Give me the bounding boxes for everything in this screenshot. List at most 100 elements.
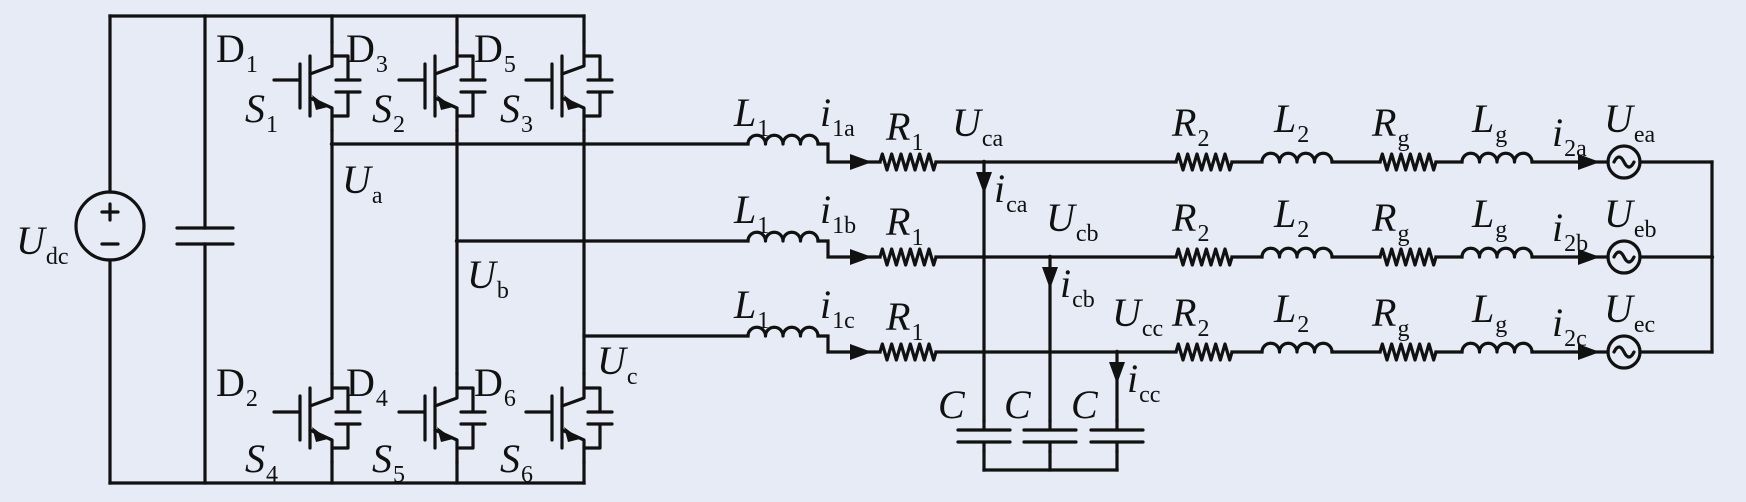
uc-label-main: U: [1046, 195, 1078, 240]
resistor-zigzag: [878, 247, 938, 267]
i1-label-sub: 1b: [832, 213, 856, 239]
i1-label: i1c: [820, 282, 855, 334]
ue-label-sub: ec: [1634, 312, 1655, 338]
gate-lead: [272, 394, 302, 442]
l2-label: L2: [1273, 96, 1309, 148]
l2-inductor: [1260, 151, 1334, 164]
switch-label-main: S: [372, 86, 392, 131]
diode-label: D5: [474, 26, 516, 78]
capacitor-label-main: C: [1004, 382, 1032, 427]
ue-label-main: U: [1604, 191, 1636, 236]
i1-current-arrow-icon: [850, 154, 872, 170]
i2-label: i2a: [1552, 110, 1587, 162]
capacitor-label-main: C: [938, 382, 966, 427]
phase-node-label: Ub: [467, 252, 509, 304]
switch-label-sub: 6: [521, 462, 533, 488]
lower-igbt-3: [524, 371, 614, 465]
collector-lead: [308, 39, 334, 76]
i2-label-main: i: [1552, 110, 1563, 155]
collector-lead: [433, 39, 459, 76]
diode-label-sub: 6: [504, 386, 516, 412]
capacitor-label: C: [938, 382, 966, 427]
inductor-coil: [1260, 246, 1334, 259]
grid-source-icon: [1606, 334, 1642, 370]
phase-node-label-sub: a: [372, 183, 383, 209]
ue-label: Ueb: [1604, 191, 1657, 243]
i2-label-sub: 2a: [1564, 136, 1587, 162]
l2-label-sub: 2: [1297, 122, 1309, 148]
rg-resistor: [1378, 342, 1438, 362]
circuit-wiring: [108, 14, 1715, 485]
gate-lead: [524, 62, 554, 110]
inductor-coil: [1460, 246, 1534, 259]
ic-label-sub: ca: [1006, 192, 1028, 218]
dc-link-capacitor: [175, 226, 235, 246]
ac-source-circle: [1606, 144, 1642, 180]
diode-label-sub: 5: [504, 52, 516, 78]
l2-inductor: [1260, 246, 1334, 259]
capacitor-label: C: [1004, 382, 1032, 427]
ue-label-main: U: [1604, 96, 1636, 141]
resistor-zigzag: [1174, 342, 1234, 362]
r2-label-main: R: [1171, 100, 1196, 145]
r2-label: R2: [1171, 100, 1209, 152]
upper-igbt-2: [397, 39, 487, 133]
gate-lead: [272, 62, 302, 110]
lg-inductor: [1460, 341, 1534, 354]
rg-label-sub: g: [1397, 126, 1409, 152]
dc-voltage-label-main: U: [16, 218, 48, 263]
switch-label: S1: [245, 86, 278, 138]
resistor-zigzag: [1174, 152, 1234, 172]
phase-node-label: Uc: [597, 338, 638, 390]
resistor-zigzag: [1378, 342, 1438, 362]
lower-igbt-1: [272, 371, 362, 465]
r1-label-sub: 1: [911, 130, 923, 156]
gate-lead: [524, 394, 554, 442]
uc-label: Ucc: [1112, 290, 1163, 342]
filter-capacitor: [956, 418, 1012, 454]
capacitor-plates: [956, 418, 1012, 454]
diode-label: D1: [216, 26, 258, 78]
dc-voltage-label-sub: dc: [46, 244, 69, 270]
switch-label-sub: 2: [393, 112, 405, 138]
switch-label-main: S: [500, 86, 520, 131]
r2-resistor: [1174, 342, 1234, 362]
ac-source-circle: [1606, 239, 1642, 275]
i2-label-sub: 2b: [1564, 231, 1588, 257]
l2-label-sub: 2: [1297, 217, 1309, 243]
resistor-zigzag: [878, 152, 938, 172]
rg-label-sub: g: [1397, 316, 1409, 342]
capacitor-label-main: C: [1071, 382, 1099, 427]
switch-label: S4: [245, 436, 278, 488]
sine-wave-icon: [1612, 155, 1636, 169]
lg-label-main: L: [1471, 191, 1494, 236]
phase-node-label: Ua: [342, 157, 383, 209]
r1-label: R1: [885, 294, 923, 346]
switch-label: S6: [500, 436, 533, 488]
l1-label-sub: 1: [757, 213, 769, 239]
rg-label: Rg: [1371, 100, 1409, 152]
rg-label: Rg: [1371, 195, 1409, 247]
lg-label-main: L: [1471, 96, 1494, 141]
lg-label-sub: g: [1495, 312, 1507, 338]
collector-lead: [560, 371, 586, 408]
uc-label-sub: ca: [982, 126, 1004, 152]
emitter-arrow-icon: [564, 95, 580, 110]
i2-label-main: i: [1552, 205, 1563, 250]
capacitor-plates: [1022, 418, 1078, 454]
dc-voltage-label: Udc: [16, 218, 69, 270]
inductor-coil: [1460, 151, 1534, 164]
junction-dot: [454, 238, 460, 244]
l2-label: L2: [1273, 286, 1309, 338]
l2-label-main: L: [1273, 191, 1296, 236]
l1-label: L1: [733, 282, 769, 334]
lg-label-sub: g: [1495, 217, 1507, 243]
i1-label: i1a: [820, 90, 855, 142]
i1-label-main: i: [820, 187, 831, 232]
r1-label-main: R: [885, 294, 910, 339]
switch-label-main: S: [245, 86, 265, 131]
plus-minus-icon: [100, 202, 120, 246]
switch-label: S5: [372, 436, 405, 488]
resistor-zigzag: [1378, 152, 1438, 172]
